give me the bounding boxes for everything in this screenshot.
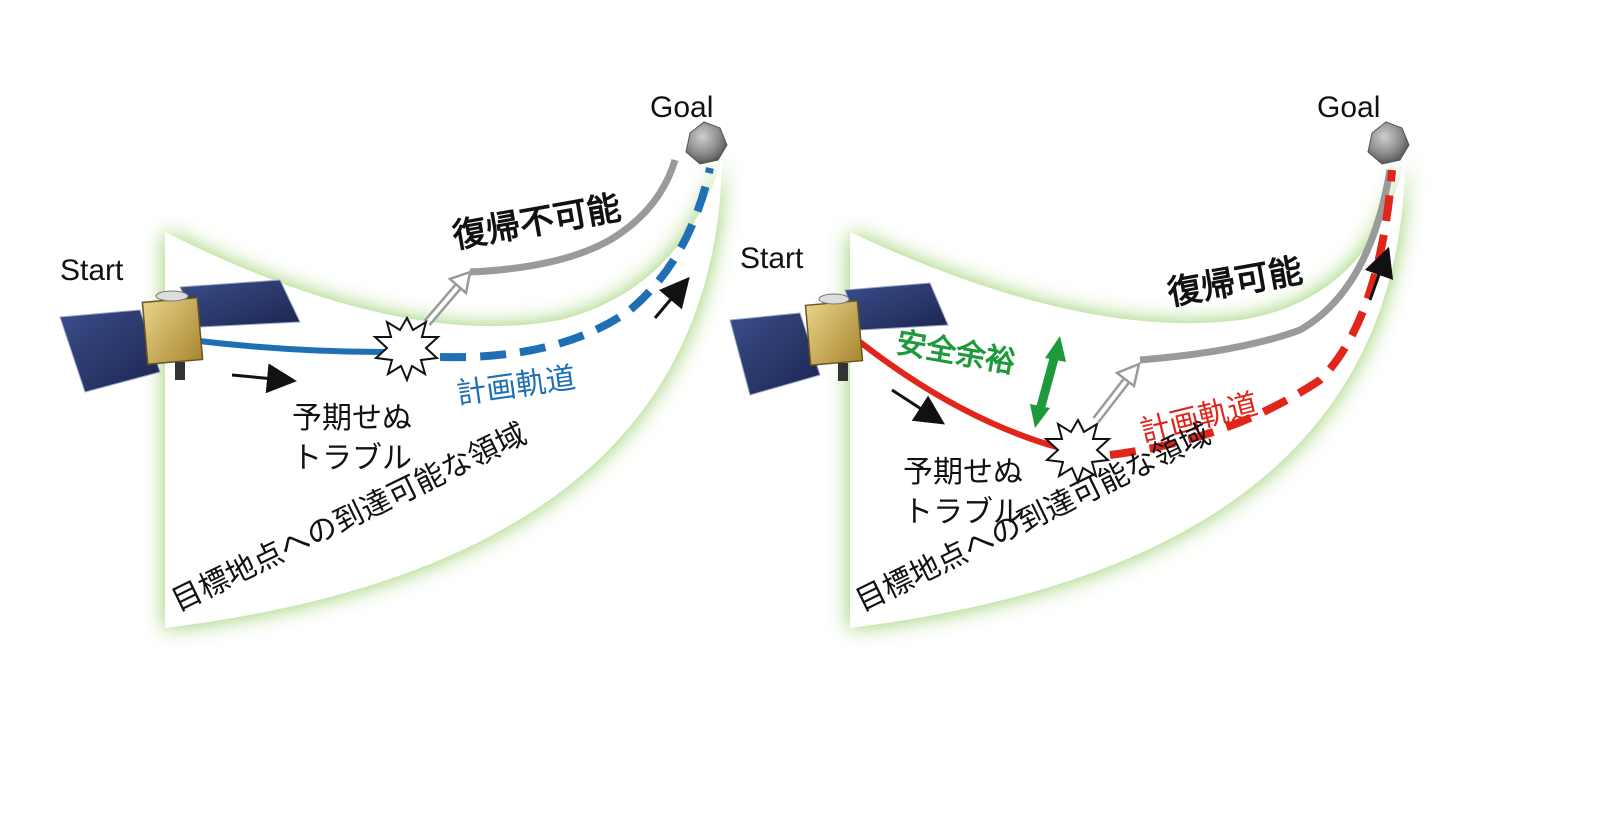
left-recovery-path	[469, 158, 679, 276]
left-asteroid-icon	[685, 121, 728, 165]
left-start-label: Start	[60, 254, 124, 287]
right-planned-trajectory-solid	[857, 339, 1063, 451]
left-goal-label: Goal	[650, 91, 713, 124]
left-spacecraft-icon	[59, 279, 301, 393]
right-reachable-region	[850, 160, 1405, 628]
left-trouble-label-2: トラブル	[292, 441, 412, 476]
right-goal-label: Goal	[1317, 91, 1380, 124]
right-recovery-path	[1139, 169, 1394, 364]
right-start-label: Start	[740, 242, 804, 275]
left-planned-trajectory-solid	[187, 337, 388, 355]
right-trouble-label-1: 予期せぬ	[903, 455, 1023, 490]
left-trouble-label-1: 予期せぬ	[292, 401, 412, 436]
left-reachable-region	[165, 160, 722, 628]
left-motion-arrow-icon	[653, 276, 690, 319]
left-deviation-arrow-icon	[423, 270, 472, 326]
right-asteroid-icon	[1367, 121, 1410, 165]
left-explosion-icon	[372, 315, 441, 383]
right-panel: Start Goal 復帰可能 安全余裕 計画軌道 予期せぬ トラブル 目標地点…	[729, 91, 1410, 628]
right-motion-arrow-icon	[1364, 246, 1394, 301]
right-motion-arrow-icon	[891, 388, 946, 425]
right-recovery-label: 復帰可能	[1164, 251, 1306, 314]
right-deviation-arrow-icon	[1092, 361, 1141, 423]
left-panel: Start Goal 復帰不可能 計画軌道 予期せぬ トラブル 目標地点への到達…	[59, 91, 728, 628]
right-trouble-label-2: トラブル	[903, 495, 1023, 530]
right-safety-margin-arrow-icon	[1030, 336, 1066, 428]
left-motion-arrow-icon	[231, 363, 297, 394]
right-explosion-icon	[1043, 417, 1112, 485]
right-spacecraft-icon	[729, 282, 949, 396]
